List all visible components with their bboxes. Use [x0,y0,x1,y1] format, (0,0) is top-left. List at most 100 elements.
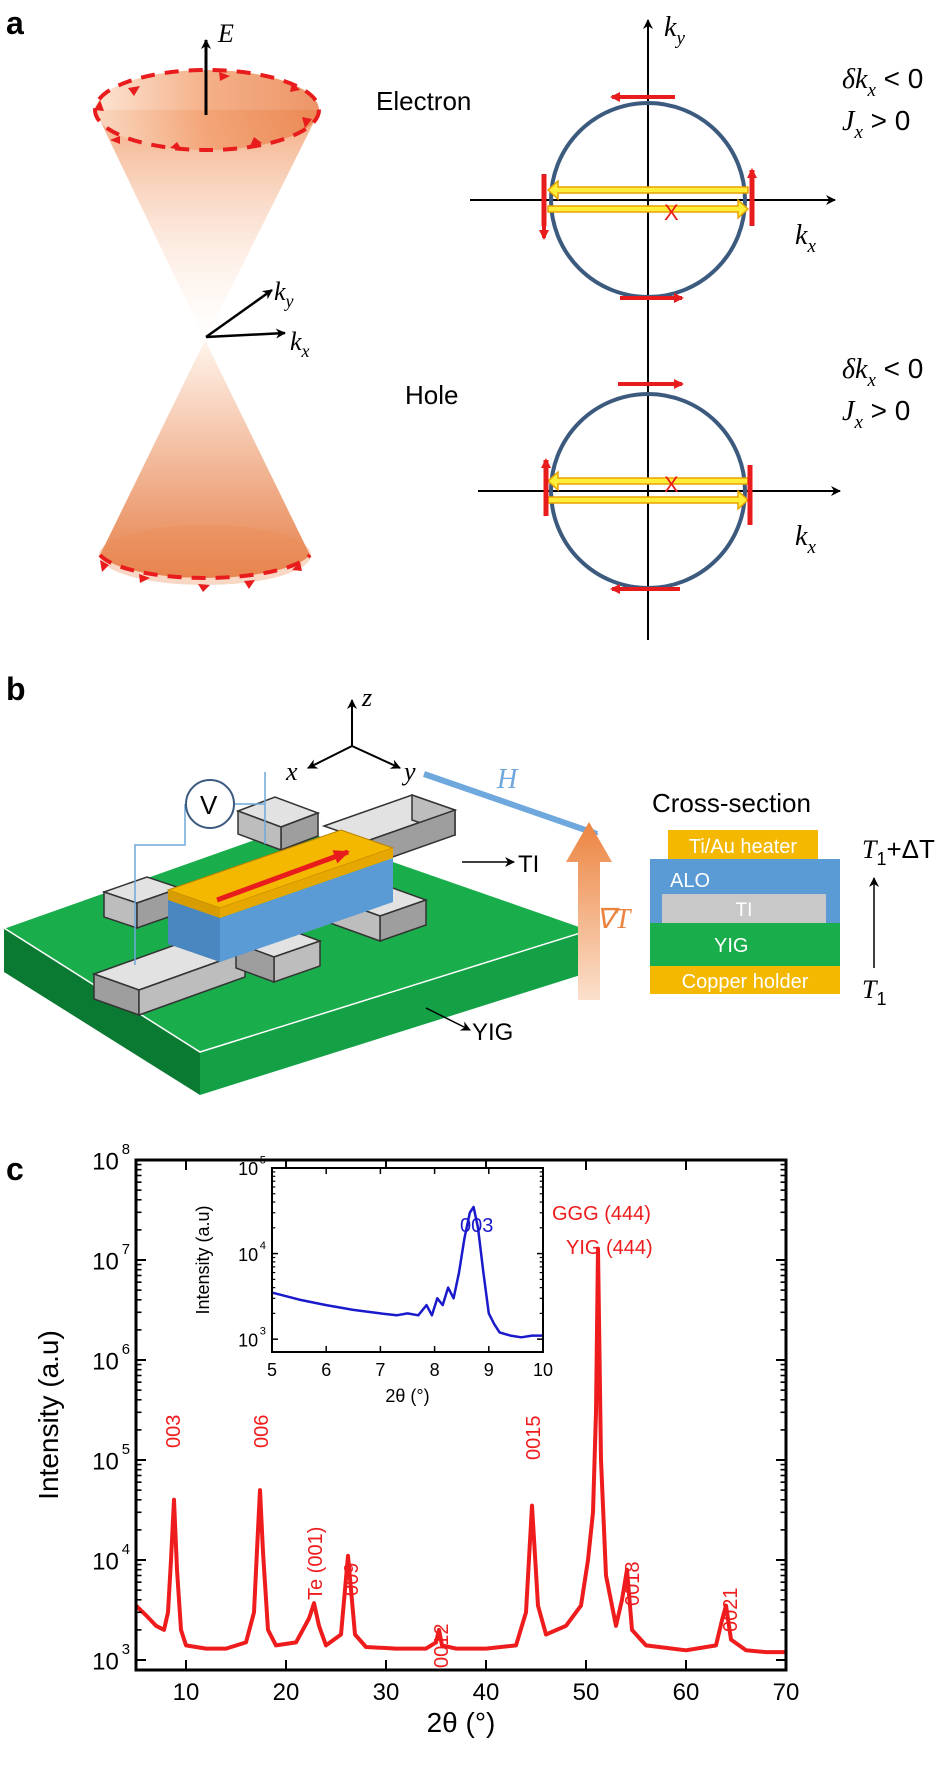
main-data-point [170,1559,172,1561]
inset-peak-label: 003 [460,1215,493,1237]
panel-a-label: a [6,5,24,41]
inset-y-tick-exponent: 5 [260,1155,266,1167]
inset-x-tick-label: 8 [430,1360,440,1380]
main-data-point [730,1639,732,1641]
main-data-point [163,1629,165,1631]
layer-alo-label: ALO [670,870,710,892]
peak-label-yig444: YIG (444) [566,1237,653,1259]
layer-heater-label: Ti/Au heater [689,836,798,858]
main-data-point [313,1602,315,1604]
cone-ky-label: ky [274,277,294,311]
main-data-point [425,1648,427,1650]
inset-x-tick-label: 9 [484,1360,494,1380]
axis-x-label: x [285,757,298,786]
peak-label-0018: 0018 [622,1562,644,1607]
inset-x-tick-label: 7 [375,1360,385,1380]
inset-data-point [458,1272,460,1274]
main-y-tick-exponent: 8 [122,1142,130,1158]
peak-label-0015: 0015 [523,1416,545,1461]
main-x-tick-label: 20 [273,1679,300,1706]
coordinate-axes: z x y [285,683,416,786]
peak-label-006: 006 [251,1415,273,1448]
main-y-tick-exponent: 3 [122,1642,130,1658]
main-data-point [600,1459,602,1461]
circle-ky-label: ky [664,12,685,49]
main-y-tick-label: 10 [92,1349,119,1376]
main-x-tick-label: 60 [673,1679,700,1706]
main-y-tick-label: 10 [92,1549,119,1576]
electron-condition-2: Jx > 0 [842,105,910,143]
inset-background [272,1168,543,1352]
inset-data-point [531,1335,533,1337]
hole-condition-1: δkx < 0 [842,353,923,391]
main-data-point [365,1646,367,1648]
main-x-tick-label: 40 [473,1679,500,1706]
cone-energy-axis-label: E [217,19,234,48]
inset-data-point [417,1314,419,1316]
ti-label: TI [518,851,539,878]
inset-y-tick-label: 10 [238,1159,258,1179]
main-data-point [565,1625,567,1627]
main-data-point [173,1499,175,1501]
main-data-point [515,1644,517,1646]
main-x-tick-label: 50 [573,1679,600,1706]
cone-kx-label: kx [290,327,310,361]
inset-frame [271,1167,544,1353]
inset-y-tick-label: 10 [238,1245,258,1265]
main-data-point [225,1648,227,1650]
main-data-point [318,1625,320,1627]
inset-data-point [396,1314,398,1316]
layer-copper-label: Copper holder [682,971,809,993]
main-data-point [275,1644,277,1646]
main-data-point [395,1648,397,1650]
inset-data-point [463,1237,465,1240]
main-data-point [354,1633,356,1636]
main-x-axis-label: 2θ (°) [427,1707,496,1738]
inset-y-tick-label: 10 [238,1330,258,1350]
peak-label-009: 009 [341,1563,363,1596]
main-data-point [340,1633,342,1636]
inset-x-tick-label: 10 [533,1360,553,1380]
main-data-point [176,1569,178,1571]
main-data-point [605,1574,607,1577]
main-data-point [441,1644,443,1646]
inset-data-point [473,1206,475,1208]
main-data-point [587,1559,589,1561]
peak-label-0021: 0021 [720,1588,742,1633]
main-x-tick-label: 70 [773,1679,800,1706]
hole-condition-2: Jx > 0 [842,395,910,433]
layer-ti-label: TI [736,900,753,921]
electron-condition-1: δkx < 0 [842,63,923,101]
peak-label-0012: 0012 [431,1624,453,1669]
main-data-point [525,1611,527,1613]
main-data-point [626,1569,628,1571]
inset-data-point [499,1331,501,1333]
main-y-tick-label: 10 [92,1149,119,1176]
inset-x-axis-label: 2θ (°) [385,1386,429,1406]
main-data-point [595,1411,597,1413]
hole-label: Hole [405,380,458,410]
layer-yig-label: YIG [714,935,748,957]
yig-label: YIG [472,1019,513,1046]
inset-data-point [493,1323,495,1325]
main-data-point [185,1644,187,1646]
inset-x-tick-label: 5 [267,1360,277,1380]
electron-kx-label: kx [795,220,816,257]
main-data-point [715,1644,717,1646]
temperature-gradient-arrow [566,822,612,1000]
main-data-point [580,1605,582,1607]
main-x-tick-label: 30 [373,1679,400,1706]
dirac-cone: E ky kx [93,19,321,592]
main-y-axis-label: Intensity (a.u) [33,1330,64,1500]
inset-data-point [447,1287,449,1289]
inset-data-point [298,1299,300,1301]
main-y-tick-label: 10 [92,1449,119,1476]
main-data-point [259,1489,261,1491]
inset-y-tick-exponent: 4 [260,1240,266,1252]
main-data-point [253,1611,255,1613]
peak-annotations: 003 006 Te (001) 009 0012 0015 GGG (444)… [163,1203,742,1668]
main-data-point [167,1611,169,1613]
